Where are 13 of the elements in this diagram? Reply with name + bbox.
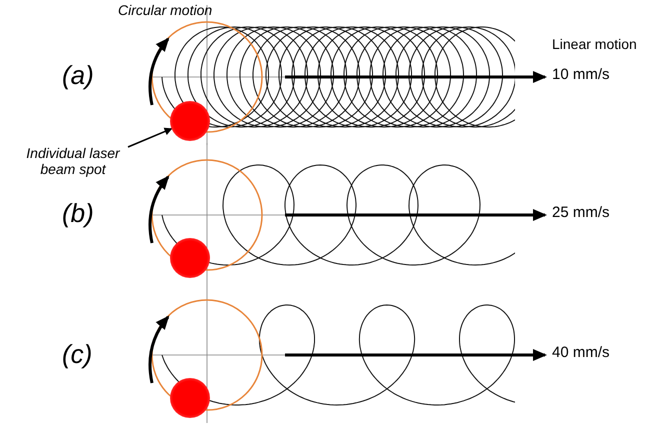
- speed-label: 25 mm/s: [552, 204, 610, 221]
- panel-label: (a): [62, 60, 94, 91]
- speed-label: 40 mm/s: [552, 344, 610, 361]
- leader-line: [128, 128, 172, 148]
- laser-spot: [170, 101, 210, 141]
- panel-label: (b): [62, 198, 94, 229]
- laser-spot: [170, 378, 210, 418]
- caption: Circular motion: [118, 2, 212, 18]
- callout-text: Individual laser beam spot: [8, 145, 138, 177]
- caption: Linear motion: [552, 36, 637, 52]
- speed-label: 10 mm/s: [552, 66, 610, 83]
- laser-spot: [170, 238, 210, 278]
- panel-label: (c): [62, 339, 92, 370]
